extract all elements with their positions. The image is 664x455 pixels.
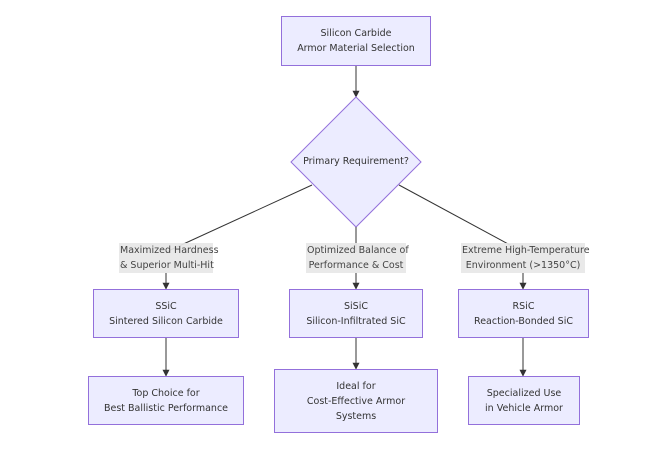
edge-label-hardness: Maximized Hardness & Superior Multi-Hit <box>119 243 219 273</box>
outcome-rsic-line-1: Specialized Use <box>486 387 562 399</box>
sisic-node-line-1: SiSiC <box>344 300 368 312</box>
edge-label-temperature-line-1: Extreme High-Temperature <box>462 245 590 256</box>
outcome-ssic-node[interactable]: Top Choice for Best Ballistic Performanc… <box>88 376 244 425</box>
edge-label-temperature-line-2: Environment (>1350°C) <box>465 260 581 271</box>
root-node-line-2: Armor Material Selection <box>297 43 415 54</box>
edge-label-balance-line-2: Performance & Cost <box>308 260 404 271</box>
sisic-node-line-2: Silicon-Infiltrated SiC <box>306 315 406 327</box>
outcome-sisic-line-2: Cost-Effective Armor <box>306 395 406 407</box>
outcome-sisic-line-3: Systems <box>335 410 377 422</box>
outcome-ssic-line-1: Top Choice for <box>132 387 200 399</box>
ssic-node-line-1: SSiC <box>155 300 177 312</box>
rsic-node-line-1: RSiC <box>512 300 535 312</box>
rsic-node-line-2: Reaction-Bonded SiC <box>474 315 573 327</box>
edge-label-balance-line-1: Optimized Balance of <box>307 245 409 256</box>
outcome-rsic-node[interactable]: Specialized Use in Vehicle Armor <box>468 376 580 425</box>
edge-label-temperature: Extreme High-Temperature Environment (>1… <box>461 243 590 273</box>
ssic-node[interactable]: SSiC Sintered Silicon Carbide <box>93 289 239 338</box>
outcome-sisic-line-1: Ideal for <box>336 380 376 392</box>
edge-label-hardness-line-2: & Superior Multi-Hit <box>120 260 214 271</box>
edge-decision-to-branch-3 <box>398 184 524 253</box>
outcome-ssic-line-2: Best Ballistic Performance <box>103 402 229 414</box>
root-node[interactable]: Silicon Carbide Armor Material Selection <box>281 16 431 66</box>
edge-label-hardness-line-1: Maximized Hardness <box>120 245 219 256</box>
ssic-node-line-2: Sintered Silicon Carbide <box>109 315 223 327</box>
outcome-rsic-line-2: in Vehicle Armor <box>485 402 563 414</box>
edge-label-balance: Optimized Balance of Performance & Cost <box>306 243 409 273</box>
rsic-node[interactable]: RSiC Reaction-Bonded SiC <box>458 289 589 338</box>
root-node-line-1: Silicon Carbide <box>320 28 392 39</box>
sisic-node[interactable]: SiSiC Silicon-Infiltrated SiC <box>289 289 423 338</box>
edge-decision-to-branch-1 <box>165 184 313 253</box>
outcome-sisic-node[interactable]: Ideal for Cost-Effective Armor Systems <box>274 369 438 433</box>
decision-label: Primary Requirement? <box>303 156 409 167</box>
